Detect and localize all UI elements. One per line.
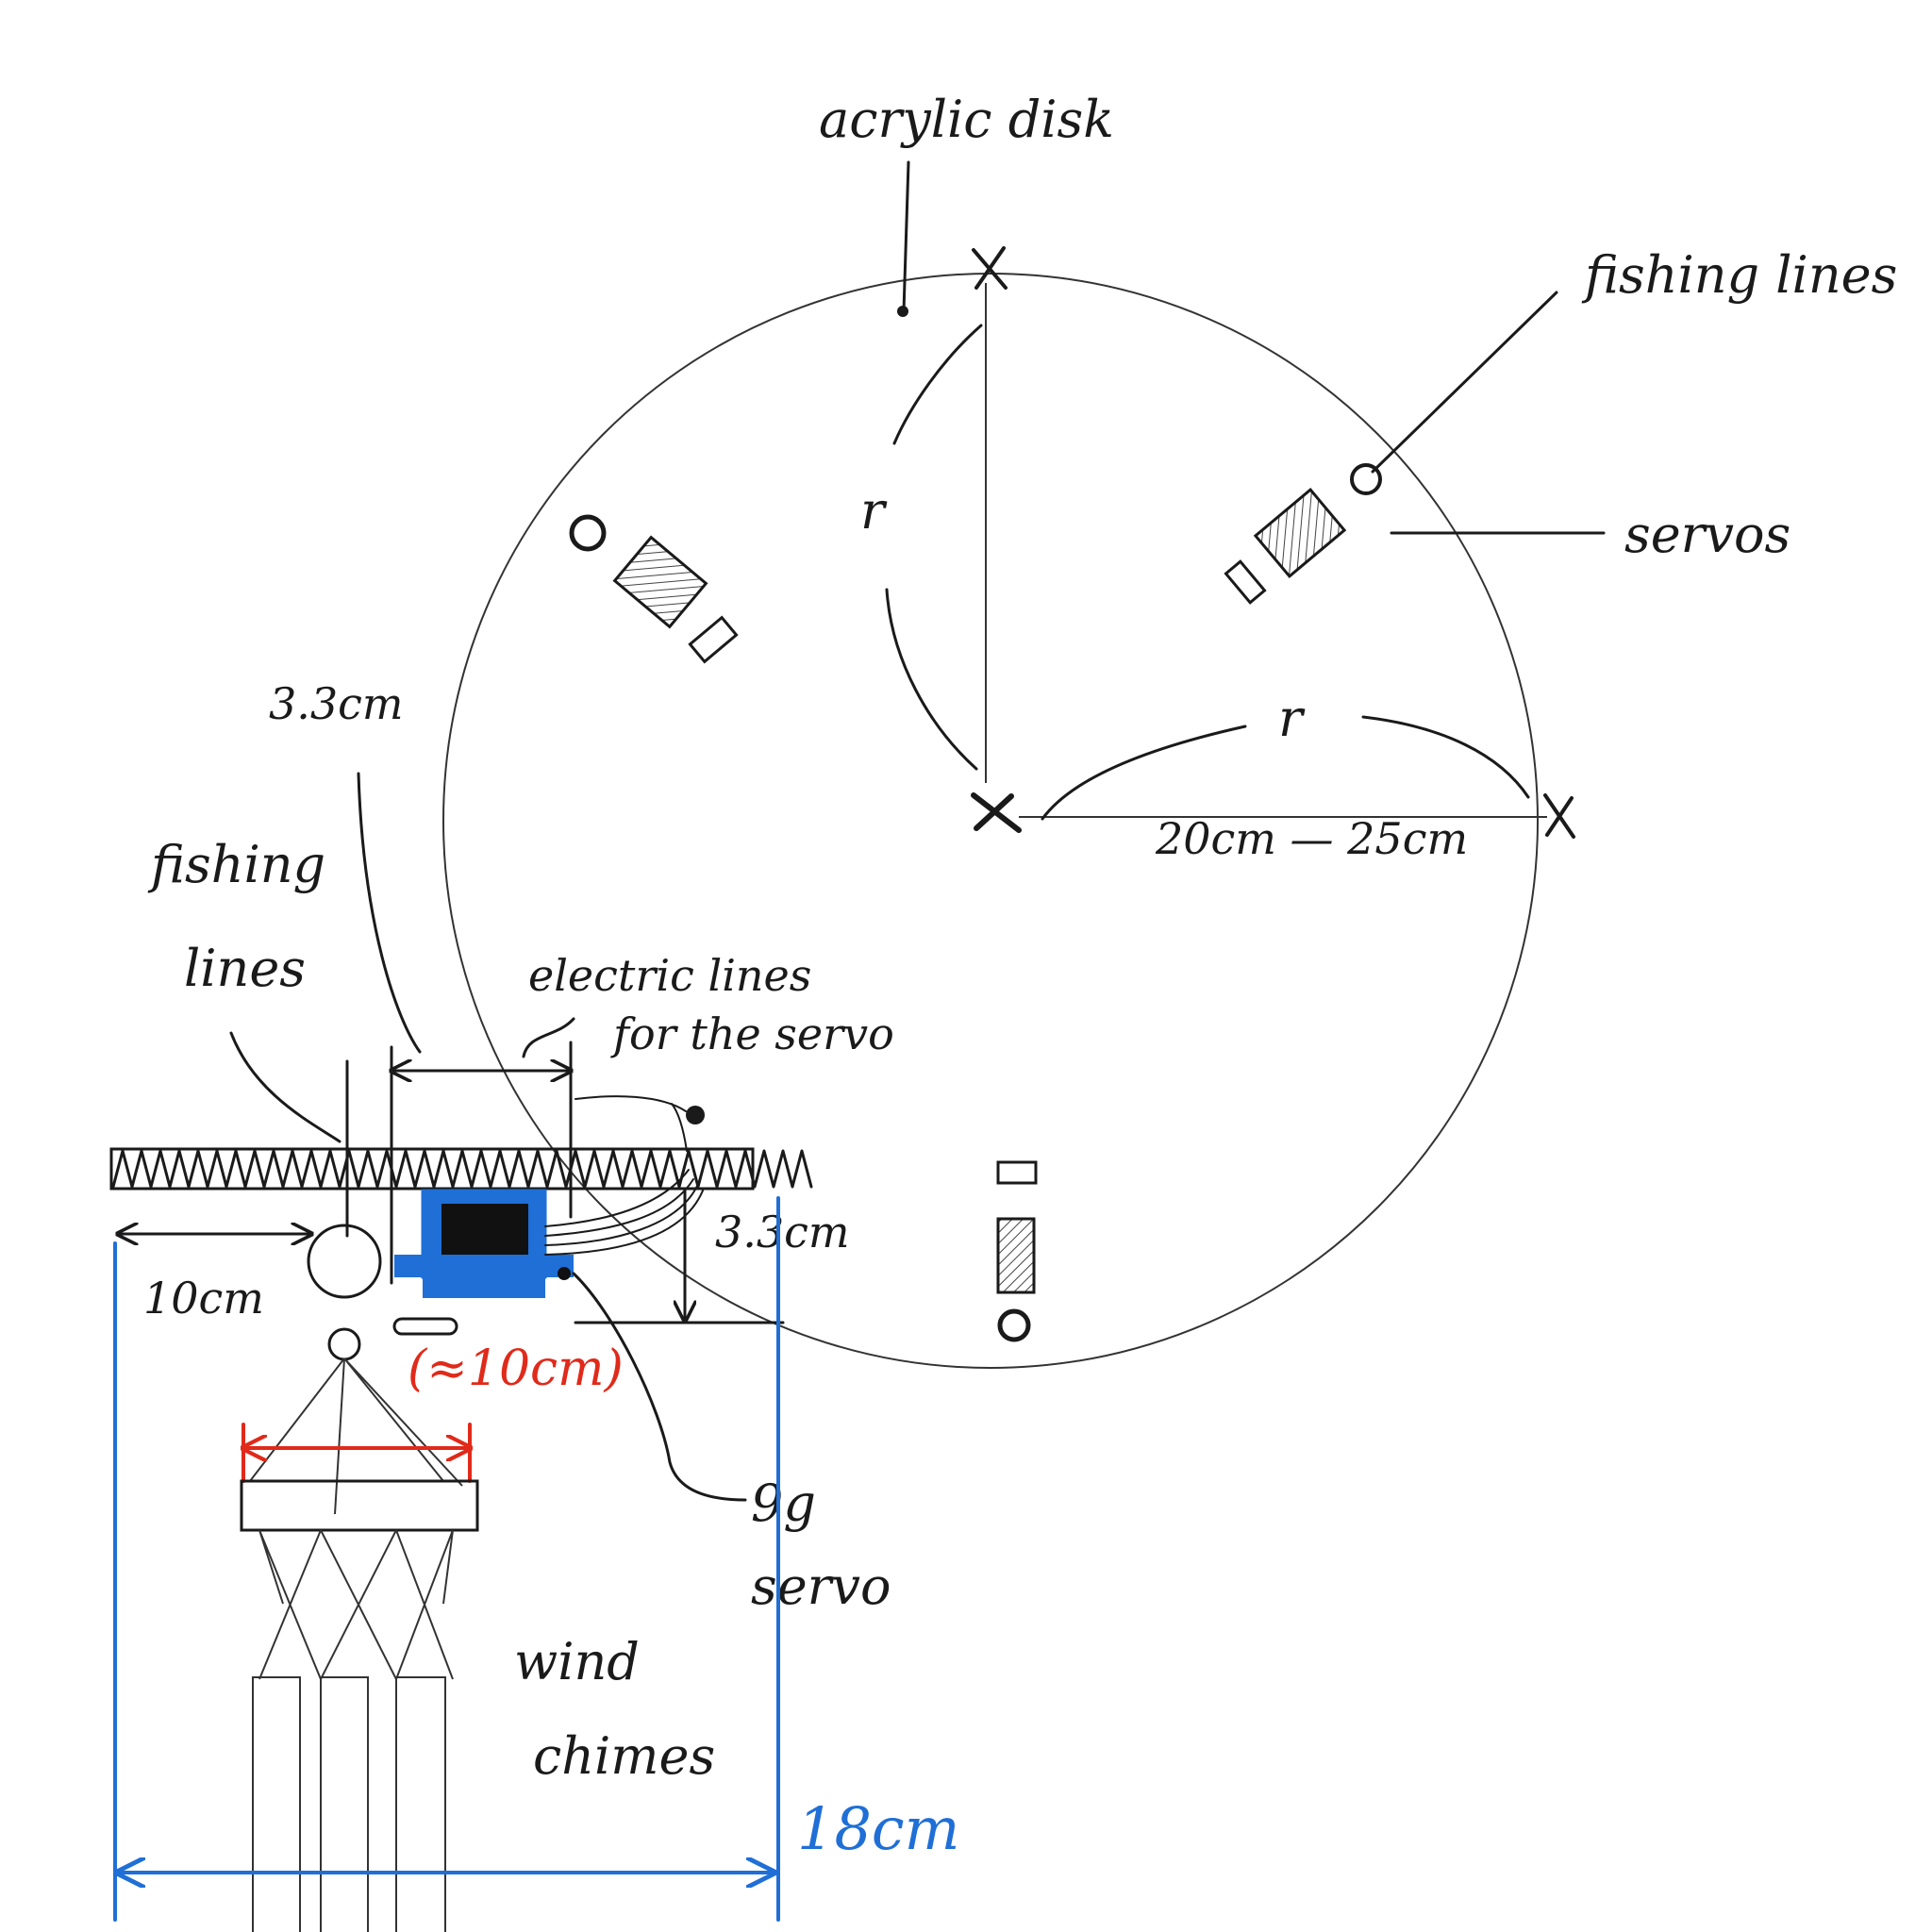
top-edge-mark [972, 246, 1008, 290]
spool-icon [307, 1224, 382, 1299]
label-servo-9g-1: 9g [751, 1474, 816, 1533]
radius-label-horizontal: r [1278, 689, 1306, 748]
acrylic-disk-outline [442, 273, 1539, 1369]
label-servo-9g-2: servo [751, 1557, 891, 1616]
wire-anchor-dot [686, 1106, 705, 1124]
label-electric-lines-1: electric lines [528, 950, 811, 1001]
fishing-line-hole-icon [1350, 463, 1382, 495]
fishing-line-hole-icon [569, 514, 607, 552]
servo-9g-screw [558, 1267, 571, 1280]
radius-brace-vertical [885, 324, 983, 771]
leader-servo-9g [572, 1272, 747, 1502]
label-wind-chimes-1: wind [514, 1632, 640, 1691]
label-wind-chimes-2: chimes [533, 1726, 715, 1786]
radius-label-vertical: r [860, 481, 888, 541]
electric-wires [544, 1103, 704, 1256]
label-fishing-lines-top: fishing lines [1581, 245, 1897, 305]
label-fishing-lines-side-2: lines [184, 939, 306, 998]
label-dim-3-3-side: 3.3cm [715, 1207, 850, 1257]
servo-horn-icon [996, 1160, 1038, 1185]
label-servos: servos [1624, 505, 1790, 564]
leader-fishing-lines-side [229, 1031, 341, 1143]
acrylic-disk-top-view: r r 20cm — 25cm acrylic disk fishi [442, 90, 1897, 1369]
wire-to-anchor [575, 1095, 687, 1112]
chime-top-bar [240, 1479, 479, 1532]
label-approx-10cm: (≈10cm) [408, 1341, 624, 1397]
right-edge-mark [1543, 793, 1575, 839]
chime-tubes [252, 1676, 446, 1932]
radius-range-label: 20cm — 25cm [1155, 813, 1468, 864]
side-view: 3.3cm electric lines for the servo fishi… [109, 678, 959, 1932]
chime-strings [258, 1529, 454, 1680]
disk-edge-texture [111, 1149, 813, 1189]
leader-acrylic-disk [902, 160, 910, 313]
leader-fishing-lines-top [1371, 291, 1558, 474]
servo-9g-base [423, 1277, 545, 1298]
label-electric-lines-2: for the servo [610, 1008, 894, 1059]
electric-lines-brace [522, 1017, 575, 1058]
label-dim-18cm: 18cm [797, 1794, 959, 1863]
servo-9g-flange [394, 1255, 574, 1277]
servo-body-icon [996, 1217, 1036, 1294]
disk-edge-bar [109, 1147, 755, 1191]
center-mark [971, 792, 1022, 833]
fishing-line-hole-icon [997, 1308, 1031, 1342]
servo-horn-slot-icon [392, 1317, 458, 1336]
servo-horn-icon [688, 615, 739, 664]
label-dim-10cm: 10cm [143, 1273, 264, 1324]
servo-9g [394, 1189, 574, 1298]
servo-bottom [996, 1160, 1038, 1342]
leader-dot [897, 306, 908, 317]
servo-top-left [569, 514, 739, 664]
servo-horn-icon [1224, 559, 1267, 605]
leader-dim-3-3-top [357, 772, 422, 1054]
chime-hanger-ring-icon [327, 1327, 361, 1361]
label-acrylic-disk: acrylic disk [819, 90, 1114, 149]
radius-brace-horizontal [1041, 715, 1530, 821]
label-dim-3-3-top: 3.3cm [269, 678, 404, 729]
servo-body-icon [1253, 488, 1347, 578]
servo-9g-label-plate [441, 1204, 528, 1255]
label-fishing-lines-side-1: fishing [147, 835, 325, 894]
servo-top-right [1224, 463, 1382, 605]
servo-body-icon [612, 535, 708, 629]
